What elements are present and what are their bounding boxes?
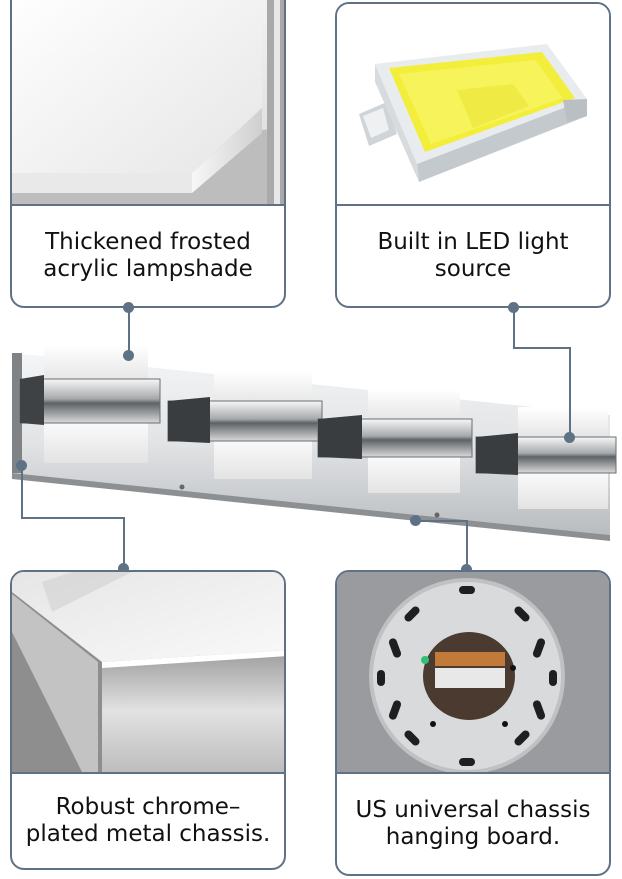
led-photo bbox=[337, 4, 609, 204]
chrome-corner-icon bbox=[12, 572, 284, 772]
frosted-acrylic-block-icon bbox=[12, 0, 284, 204]
connector-chassis bbox=[21, 466, 23, 518]
mounting-plate-icon bbox=[337, 572, 609, 772]
feature-card-hanging: US universal chassis hanging board. bbox=[335, 570, 611, 876]
connector-dot bbox=[16, 460, 27, 471]
lampshade-caption: Thickened frosted acrylic lampshade bbox=[43, 229, 253, 282]
connector-hanging bbox=[415, 520, 467, 522]
feature-card-lampshade: Thickened frosted acrylic lampshade bbox=[10, 0, 286, 308]
led-caption: Built in LED light source bbox=[377, 229, 569, 282]
chassis-photo bbox=[12, 572, 284, 772]
hanging-caption: US universal chassis hanging board. bbox=[355, 797, 591, 850]
chassis-caption: Robust chrome– plated metal chassis. bbox=[25, 794, 271, 847]
feature-card-chassis: Robust chrome– plated metal chassis. bbox=[10, 570, 286, 870]
connector-lampshade bbox=[128, 308, 130, 356]
connector-dot bbox=[123, 302, 134, 313]
connector-dot bbox=[123, 350, 134, 361]
connector-dot bbox=[461, 564, 472, 575]
lampshade-photo bbox=[12, 0, 284, 204]
led-chip-icon bbox=[337, 4, 609, 204]
connector-dot bbox=[118, 563, 129, 574]
connector-led bbox=[513, 308, 515, 348]
vanity-light-fixture-image bbox=[12, 345, 617, 541]
feature-card-led: Built in LED light source bbox=[335, 2, 611, 308]
connector-dot bbox=[508, 302, 519, 313]
hanging-photo bbox=[337, 572, 609, 772]
connector-dot bbox=[564, 432, 575, 443]
